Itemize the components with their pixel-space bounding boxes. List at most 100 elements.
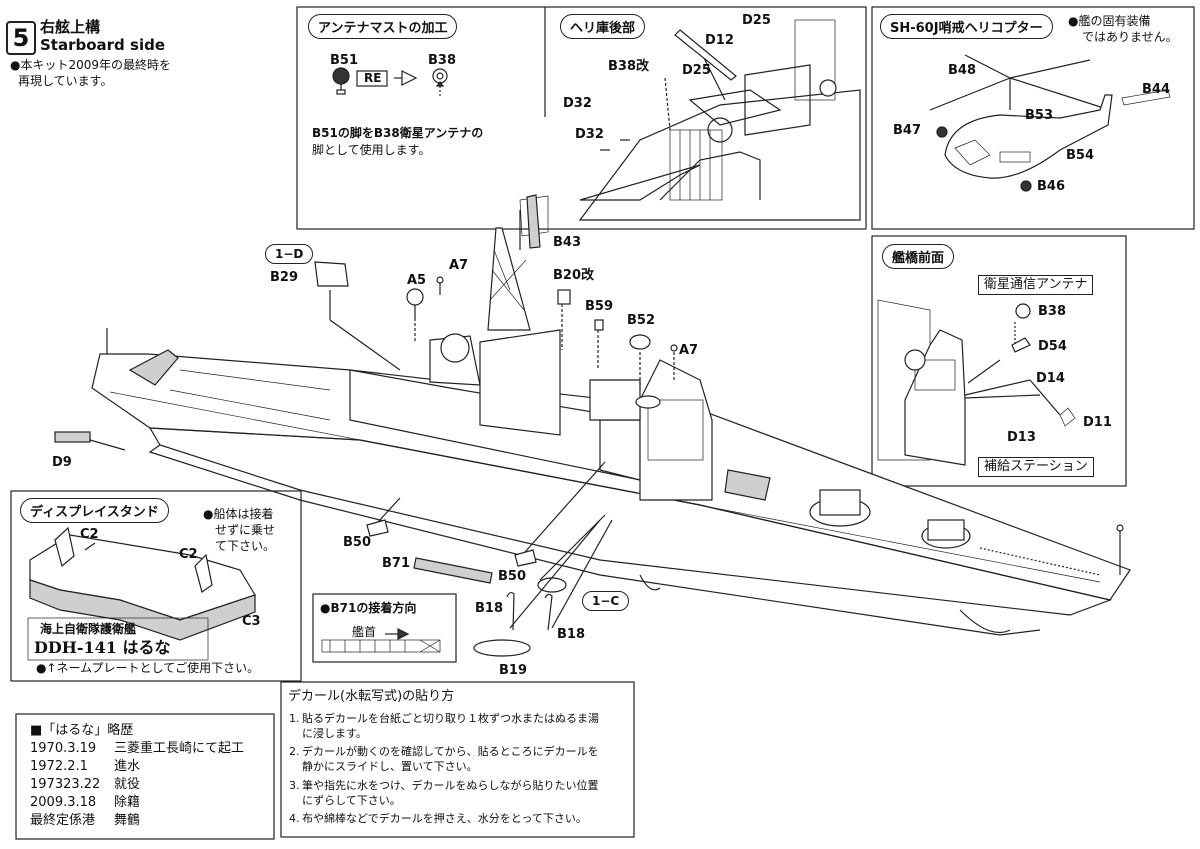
part-b29: B29: [270, 270, 298, 285]
part-d14: D14: [1036, 371, 1065, 386]
part-b53: B53: [1025, 108, 1053, 123]
heli-deck-drawing: [578, 19, 861, 221]
antenna-note-line-1: B51の脚をB38衛星アンテナの: [312, 126, 484, 140]
heli-title: SH-60J哨戒ヘリコプター: [880, 14, 1053, 39]
antenna-note-line-2: 脚として使用します。: [312, 143, 431, 157]
part-b38: B38: [428, 53, 456, 68]
heli-deck-title: ヘリ庫後部: [560, 14, 646, 39]
part-b50-mid: B50: [498, 569, 526, 584]
heli-note-line-1: ●艦の固有装備: [1068, 14, 1151, 28]
decal-step-3-line-1: 筆や指先に水をつけ、デカールをぬらしながら貼りたい位置: [302, 779, 599, 792]
history-row-3-event: 就役: [114, 777, 141, 792]
part-d25-mid: D25: [682, 63, 711, 78]
decal-step-2-line-1: デカールが動くのを確認してから、貼るところにデカールを: [302, 745, 599, 758]
re-label: RE: [364, 71, 382, 85]
history-row-5-date: 最終定係港: [30, 813, 96, 828]
history-frame: [15, 713, 275, 840]
b51-part: [332, 67, 350, 95]
step-title-jp: 右舷上構: [40, 18, 101, 36]
b71-direction: [321, 628, 441, 653]
bridge-title: 艦橋前面: [882, 244, 955, 269]
top-center-frame: [296, 6, 867, 230]
b18-left-shape: [506, 591, 515, 631]
history-row-5-event: 舞鶴: [114, 813, 141, 828]
history-row-4-date: 2009.3.18: [30, 795, 97, 810]
stand-note-line-1: ●船体は接着: [203, 507, 274, 521]
leader-lines: [329, 210, 675, 629]
b71-frame: [312, 593, 457, 663]
history-row-3-date: 197323.22: [30, 777, 101, 792]
b38-part: [432, 68, 448, 98]
nameplate-line-1: 海上自衛隊護衛艦: [40, 622, 137, 636]
stand-note-line-3: て下さい。: [215, 539, 276, 553]
b50-left-shape: [366, 519, 389, 537]
part-b18-left: B18: [475, 601, 503, 616]
nameplate-note: ●↑ネームプレートとしてご使用下さい。: [36, 661, 260, 675]
heli-frame: [871, 6, 1195, 230]
part-b48: B48: [948, 63, 976, 78]
b71-direction-title: ●B71の接着方向: [320, 601, 417, 615]
part-b50-left: B50: [343, 535, 371, 550]
stand-frame: [10, 490, 302, 682]
part-a5: A5: [407, 273, 427, 288]
history-row-2-event: 進水: [114, 759, 141, 774]
part-b38-mod: B38改: [608, 59, 649, 74]
stand-title: ディスプレイスタンド: [20, 498, 169, 523]
b50-mid-shape: [514, 549, 537, 567]
decal-step-2-num: 2.: [289, 745, 300, 758]
decal-title: デカール(水転写式)の貼り方: [288, 689, 455, 704]
antenna-box-title: アンテナマストの加工: [308, 14, 458, 39]
small-parts: [54, 194, 678, 657]
history-row-1-date: 1970.3.19: [30, 741, 97, 756]
part-b46: B46: [1037, 179, 1065, 194]
decal-step-1-num: 1.: [289, 712, 300, 725]
decal-step-3-num: 3.: [289, 779, 300, 792]
re-box: [356, 70, 388, 87]
step-note-line-1: ●本キット2009年の最終時を: [10, 58, 172, 72]
decal-step-4-num: 4.: [289, 812, 300, 825]
part-b71: B71: [382, 556, 410, 571]
display-stand: [29, 526, 256, 641]
ref-1d: 1−D: [265, 244, 314, 264]
part-b44: B44: [1142, 82, 1170, 97]
bow-label: 艦首: [352, 625, 377, 639]
decal-step-1-line-2: に浸します。: [302, 727, 367, 740]
part-d11: D11: [1083, 415, 1112, 430]
decal-step-2-line-2: 静かにスライドし、置いて下さい。: [302, 760, 478, 773]
part-d13: D13: [1007, 430, 1036, 445]
part-c2-left: C2: [80, 527, 99, 542]
a5-shape: [406, 288, 424, 306]
b43-shape: [526, 194, 541, 249]
history-title: ■「はるな」略歴: [30, 723, 134, 738]
part-c3: C3: [242, 614, 261, 629]
bridge-frame: [871, 235, 1127, 487]
part-b18-right: B18: [557, 627, 585, 642]
decal-step-4-line-1: 布や綿棒などでデカールを押さえ、水分をとって下さい。: [302, 812, 587, 825]
bridge-label-bottom: 補給ステーション: [978, 457, 1094, 477]
part-d25-top: D25: [742, 13, 771, 28]
part-b59: B59: [585, 299, 613, 314]
decal-step-3-line-2: にずらして下さい。: [302, 794, 401, 807]
part-d32-bottom: D32: [575, 127, 604, 142]
ship-hull: [91, 195, 1131, 636]
nameplate-frame: [27, 617, 209, 661]
decal-step-1-line-1: 貼るデカールを台紙ごと切り取り１枚ずつ水またはぬるま湯: [302, 712, 599, 725]
part-b19: B19: [499, 663, 527, 678]
part-b43: B43: [553, 235, 581, 250]
b71-shape: [413, 557, 493, 584]
part-d9: D9: [52, 455, 72, 470]
helicopter-drawing: [929, 54, 1171, 192]
history-row-4-event: 除籍: [114, 795, 141, 810]
history-row-1-event: 三菱重工長崎にて起工: [114, 741, 245, 756]
part-d54: D54: [1038, 339, 1067, 354]
part-b20-mod: B20改: [553, 268, 594, 283]
part-d32-top: D32: [563, 96, 592, 111]
heli-note-line-2: ではありません。: [1082, 30, 1178, 44]
nameplate-line-2: DDH-141 はるな: [34, 638, 171, 657]
step-note-line-2: 再現しています。: [18, 74, 113, 88]
stand-note-line-2: せずに乗せ: [215, 523, 276, 537]
part-b51: B51: [330, 53, 358, 68]
step-title-en: Starboard side: [40, 36, 165, 54]
ref-1c: 1−C: [582, 591, 630, 611]
